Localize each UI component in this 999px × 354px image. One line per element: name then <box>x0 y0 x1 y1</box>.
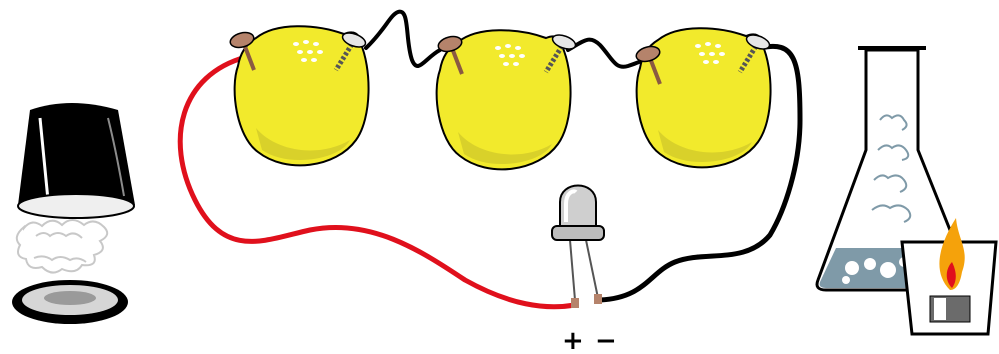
positive-terminal-label: + <box>562 326 584 354</box>
black-wire-3 <box>597 43 803 303</box>
steam <box>871 114 912 223</box>
burner <box>900 218 998 336</box>
lemon-1 <box>233 25 370 167</box>
lemon-2 <box>435 29 572 171</box>
inverted-cup <box>12 103 135 324</box>
negative-terminal-label: − <box>595 326 617 354</box>
black-wire-1 <box>364 9 442 68</box>
flame <box>939 218 965 290</box>
red-wire <box>177 54 578 310</box>
vapor <box>15 219 109 274</box>
led <box>551 184 605 308</box>
